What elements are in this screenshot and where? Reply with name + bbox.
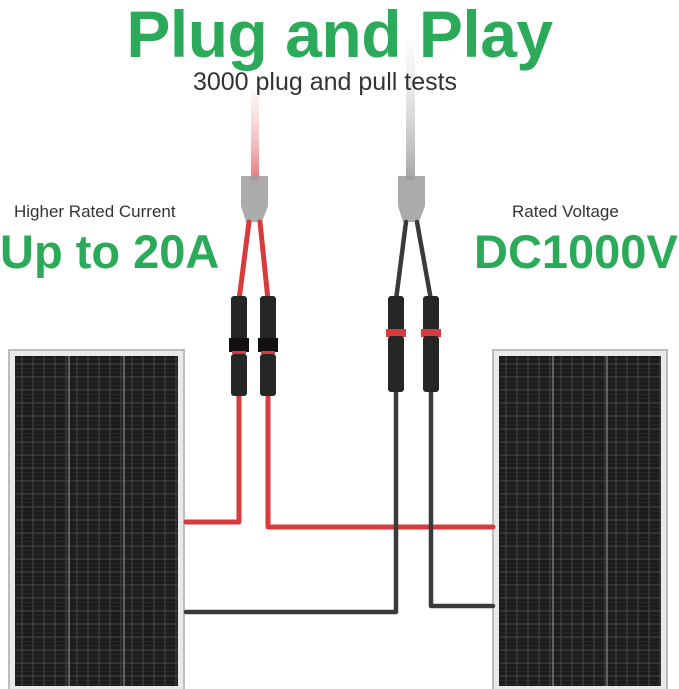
mc4-connector-right-negative bbox=[421, 296, 441, 392]
mc4-connector-left-positive bbox=[229, 296, 249, 396]
red-cable bbox=[183, 219, 496, 530]
current-spec-label: Higher Rated Current bbox=[14, 202, 176, 221]
black-trunk-cable bbox=[406, 40, 415, 180]
solar-panel-left bbox=[8, 349, 185, 689]
current-spec-value: Up to 20A bbox=[0, 225, 220, 278]
black-cable bbox=[183, 219, 496, 615]
mc4-connector-left-negative bbox=[386, 296, 406, 392]
headline-title: Plug and Play bbox=[126, 0, 553, 71]
y-branch-connector-negative bbox=[398, 176, 425, 222]
mc4-connector-right-positive bbox=[258, 296, 278, 396]
red-trunk-cable bbox=[251, 90, 259, 180]
headline-subtitle: 3000 plug and pull tests bbox=[192, 68, 458, 96]
voltage-spec-label: Rated Voltage bbox=[512, 202, 619, 221]
voltage-spec-value: DC1000V bbox=[474, 225, 678, 278]
y-branch-connector-positive bbox=[241, 176, 268, 222]
solar-panel-right bbox=[492, 349, 668, 689]
